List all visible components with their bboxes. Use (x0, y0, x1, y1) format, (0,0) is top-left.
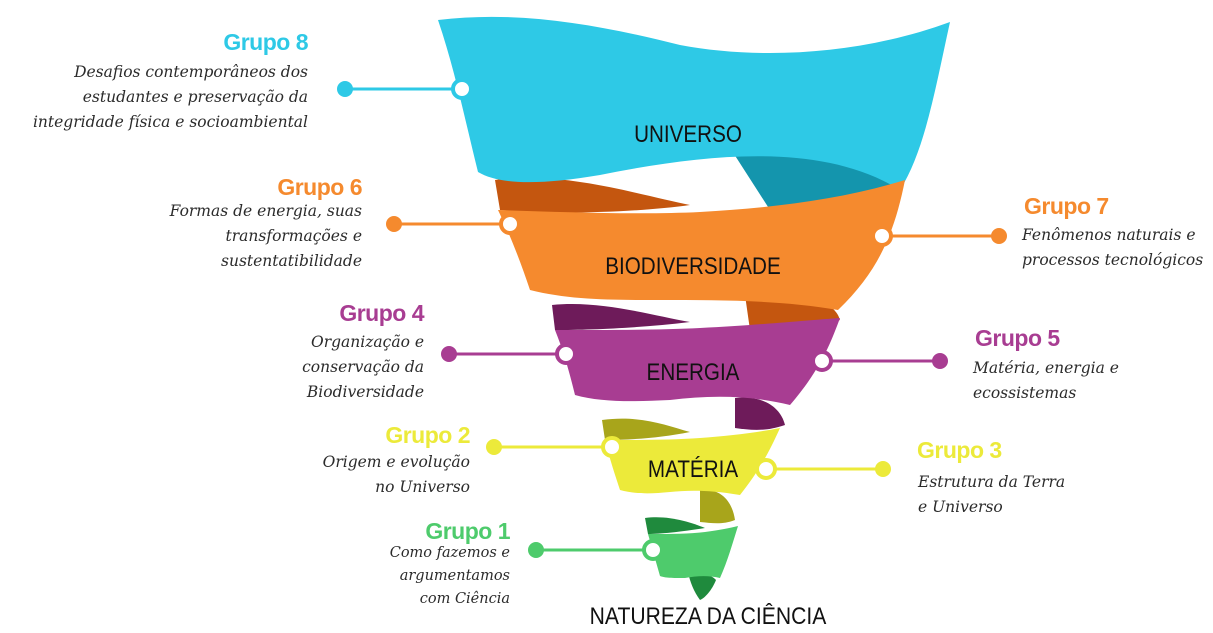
biodiversidade-back-top (495, 177, 690, 213)
group-8-title: Grupo 8 (223, 29, 308, 55)
group-8-description: Desafios contemporâneos dos estudantes e… (0, 60, 308, 135)
band-label-materia: MATÉRIA (647, 456, 739, 483)
band-label-universo: UNIVERSO (634, 121, 742, 148)
green-back-top (645, 517, 705, 534)
universo-band (438, 16, 950, 191)
desc-line: com Ciência (419, 591, 510, 607)
band-label-energia: ENERGIA (646, 359, 740, 386)
group-2-description: Origem e evolução no Universo (280, 450, 470, 500)
materia-back (700, 489, 735, 524)
materia-band (605, 428, 780, 495)
green-band (648, 526, 738, 578)
desc-line: argumentamos (399, 568, 510, 584)
desc-line: conservação da (302, 358, 424, 376)
desc-line: estudantes e preservação da (82, 88, 308, 106)
connector-g6 (386, 213, 521, 235)
desc-line: Fenômenos naturais e (1022, 226, 1196, 244)
group-5-title: Grupo 5 (975, 325, 1060, 351)
group-7-title: Grupo 7 (1024, 193, 1109, 219)
group-4-description: Organização e conservação da Biodiversid… (254, 330, 424, 405)
group-2-title: Grupo 2 (385, 422, 470, 448)
energia-band (555, 318, 840, 405)
connector-g3 (755, 458, 891, 480)
desc-line: Desafios contemporâneos dos (74, 63, 308, 81)
desc-line: Organização e (311, 333, 424, 351)
group-6-description: Formas de energia, suas transformações e… (112, 199, 362, 274)
desc-line: Origem e evolução (322, 453, 470, 471)
group-3-title: Grupo 3 (917, 437, 1002, 463)
connector-g8 (337, 78, 473, 100)
desc-line: processos tecnológicos (1022, 251, 1204, 269)
group-1-description: Como fazemos e argumentamos com Ciência (330, 542, 510, 611)
desc-line: no Universo (375, 478, 470, 496)
energia-back-top (552, 303, 690, 330)
biodiversidade-band (498, 180, 905, 310)
materia-back-top (602, 418, 690, 440)
desc-line: integridade física e socioambiental (32, 113, 308, 131)
desc-line: transformações e (225, 227, 362, 245)
connector-g7 (871, 225, 1007, 247)
desc-line: Matéria, energia e (973, 359, 1119, 377)
desc-line: Estrutura da Terra (918, 473, 1066, 491)
connector-g2 (486, 436, 623, 458)
desc-line: Como fazemos e (389, 545, 510, 561)
desc-line: Biodiversidade (306, 383, 424, 401)
group-6-title: Grupo 6 (277, 174, 362, 200)
band-label-biodiversidade: BIODIVERSIDADE (605, 253, 781, 280)
group-1-title: Grupo 1 (425, 518, 510, 544)
connector-g5 (811, 350, 948, 372)
desc-line: sustentatibilidade (221, 252, 362, 270)
desc-line: e Universo (918, 498, 1003, 516)
group-5-description: Matéria, energia e ecossistemas (973, 356, 1163, 406)
bottom-label: NATUREZA DA CIÊNCIA (589, 603, 827, 630)
group-4-title: Grupo 4 (339, 300, 424, 326)
connector-g4 (441, 343, 577, 365)
connector-g1 (528, 539, 664, 561)
group-3-description: Estrutura da Terra e Universo (918, 470, 1108, 520)
desc-line: ecossistemas (973, 384, 1077, 402)
energia-back (735, 397, 785, 430)
green-tip (688, 572, 716, 600)
desc-line: Formas de energia, suas (169, 202, 362, 220)
group-7-description: Fenômenos naturais e processos tecnológi… (1022, 223, 1212, 273)
